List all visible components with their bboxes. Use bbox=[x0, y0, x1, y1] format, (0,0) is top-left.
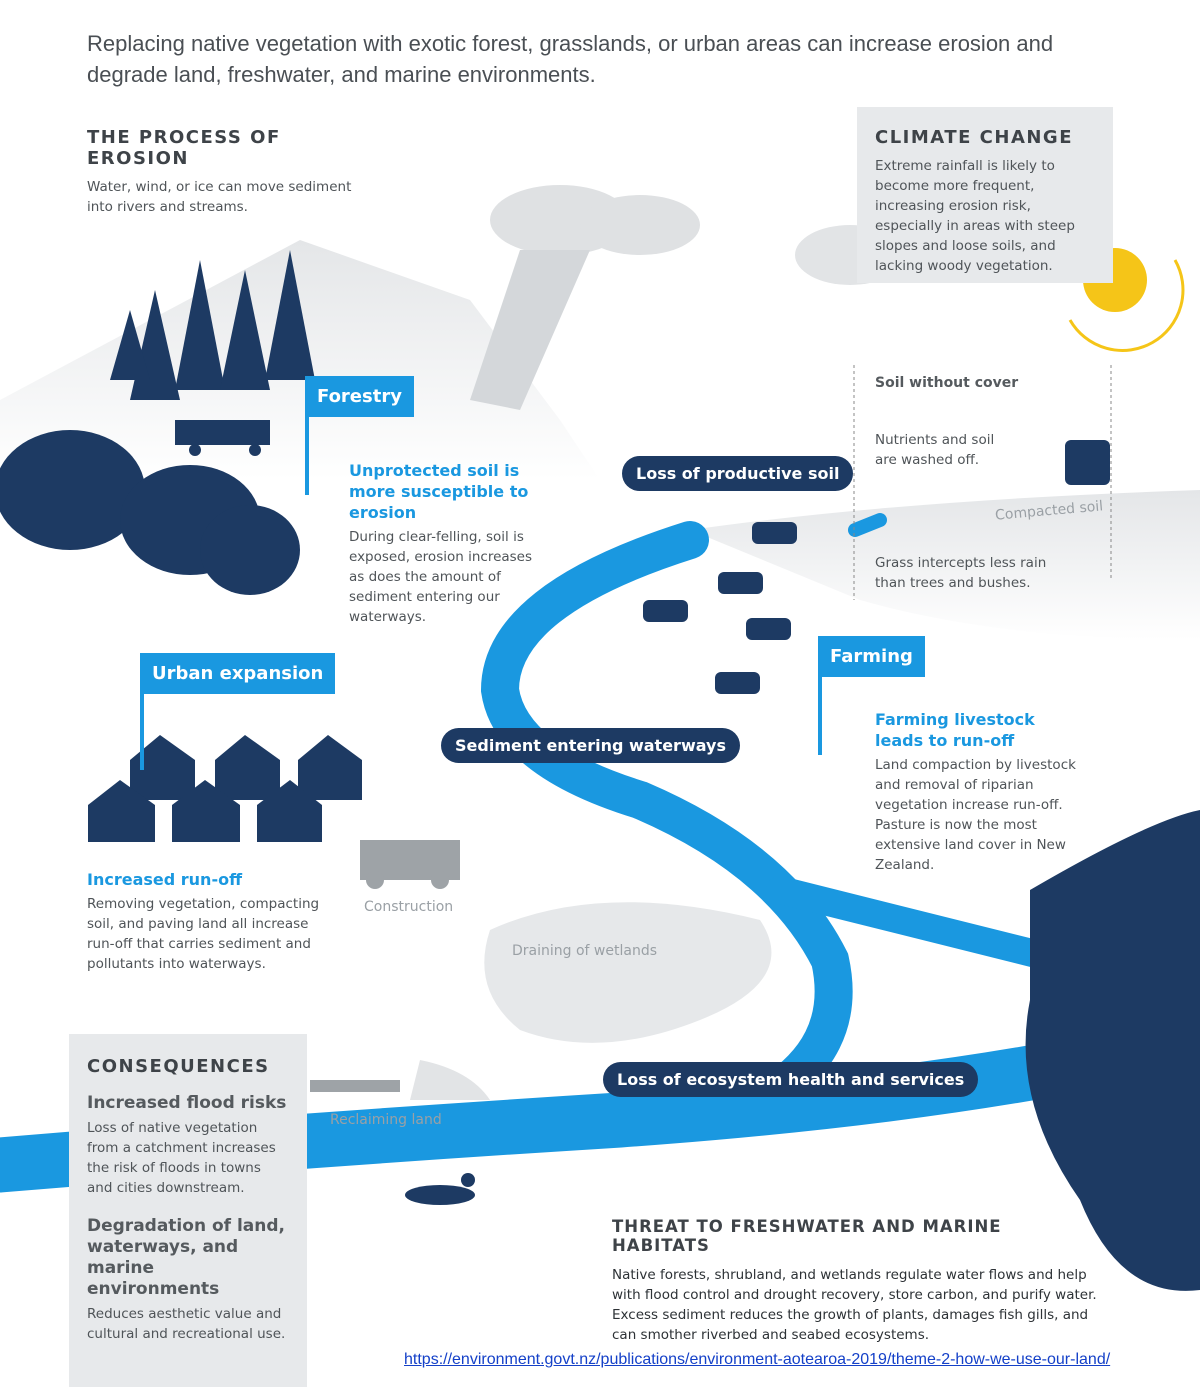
climate-title: CLIMATE CHANGE bbox=[875, 127, 1074, 148]
wetlands-label: Draining of wetlands bbox=[512, 943, 657, 959]
soil-nutrients: Nutrients and soil are washed off. bbox=[875, 432, 995, 468]
pill-ecosystem: Loss of ecosystem health and services bbox=[603, 1062, 979, 1097]
process-title: THE PROCESS OF EROSION bbox=[87, 127, 281, 169]
farming-heading: Farming livestock leads to run-off bbox=[875, 710, 1035, 750]
house-icons bbox=[88, 735, 362, 842]
dump-truck-icon bbox=[360, 840, 460, 889]
consequence-heading: Degradation of land, waterways, and mari… bbox=[87, 1216, 285, 1299]
consequence-text: Loss of native vegetation from a catchme… bbox=[87, 1120, 276, 1196]
climate-text: Extreme rainfall is likely to become mor… bbox=[875, 158, 1075, 274]
pill-sediment: Sediment entering waterways bbox=[441, 728, 740, 763]
native-bush-icon bbox=[1025, 810, 1200, 1291]
rain-cloud-icon bbox=[470, 185, 700, 410]
farming-text: Land compaction by livestock and removal… bbox=[875, 757, 1076, 873]
forestry-text: During clear-felling, soil is exposed, e… bbox=[349, 529, 533, 625]
consequence-text: Reduces aesthetic value and cultural and… bbox=[87, 1306, 286, 1342]
threat-title: THREAT TO FRESHWATER AND MARINE HABITATS bbox=[612, 1217, 1002, 1255]
consequences-title: CONSEQUENCES bbox=[87, 1056, 270, 1077]
intro-text: Replacing native vegetation with exotic … bbox=[87, 31, 1054, 87]
process-text: Water, wind, or ice can move sediment in… bbox=[87, 179, 352, 215]
forestry-label: Forestry bbox=[305, 376, 414, 417]
threat-section: THREAT TO FRESHWATER AND MARINE HABITATS… bbox=[612, 1217, 1102, 1345]
consequences-panel: CONSEQUENCES Increased flood risks Loss … bbox=[69, 1034, 307, 1387]
stilt-bird-icon bbox=[405, 1173, 475, 1205]
pill-loss-productive-soil: Loss of productive soil bbox=[622, 456, 854, 491]
consequence-heading: Increased flood risks bbox=[87, 1093, 287, 1113]
source-link[interactable]: https://environment.govt.nz/publications… bbox=[404, 1351, 1111, 1368]
forest-icon bbox=[0, 250, 315, 595]
soil-grass: Grass intercepts less rain than trees an… bbox=[875, 555, 1047, 591]
wetland bbox=[484, 902, 772, 1043]
forestry-heading: Unprotected soil is more susceptible to … bbox=[349, 461, 529, 522]
climate-panel: CLIMATE CHANGE Extreme rainfall is likel… bbox=[857, 107, 1113, 283]
urban-heading: Increased run-off bbox=[87, 870, 243, 889]
farming-label: Farming bbox=[818, 636, 925, 677]
urban-label: Urban expansion bbox=[140, 653, 336, 694]
hill-right bbox=[690, 490, 1200, 640]
urban-text: Removing vegetation, compacting soil, an… bbox=[87, 896, 320, 972]
cow-icons bbox=[643, 440, 1110, 694]
process-section: THE PROCESS OF EROSION Water, wind, or i… bbox=[87, 127, 387, 217]
threat-text: Native forests, shrubland, and wetlands … bbox=[612, 1267, 1097, 1343]
soil-title: Soil without cover bbox=[875, 375, 1019, 391]
pipe-icon bbox=[310, 1060, 490, 1100]
reclaiming-label: Reclaiming land bbox=[330, 1112, 442, 1128]
logging-truck-icon bbox=[175, 420, 270, 456]
construction-label: Construction bbox=[364, 899, 454, 915]
